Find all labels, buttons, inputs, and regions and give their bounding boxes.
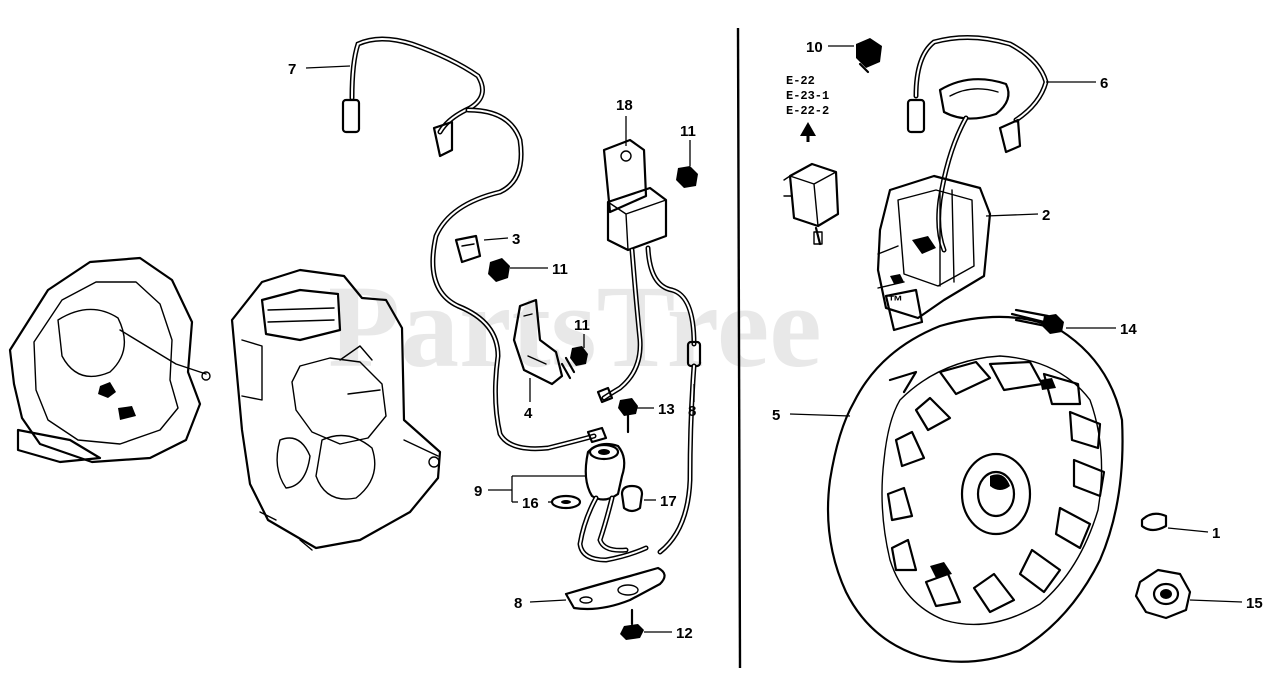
crankcase-half-drawing	[8, 256, 211, 464]
bolt-11-right-drawing	[676, 166, 698, 188]
callout-12: 12	[676, 625, 693, 642]
callout-1: 1	[1212, 525, 1220, 542]
callout-2: 2	[1042, 207, 1050, 224]
stop-switch-9-drawing	[577, 442, 649, 563]
wire-8-vertical-drawing	[657, 363, 697, 555]
callout-10: 10	[806, 39, 823, 56]
screw-12-drawing	[620, 608, 644, 640]
ref-code-2: E-23-1	[786, 89, 829, 103]
ref-code-3: E-22-2	[786, 104, 829, 118]
leader-lines	[305, 45, 1243, 633]
plate-8-drawing	[564, 566, 666, 611]
callout-17: 17	[660, 493, 677, 510]
callout-9: 9	[474, 483, 482, 500]
callout-6: 6	[1100, 75, 1108, 92]
washer-16-drawing	[550, 494, 582, 510]
clip-3-drawing	[454, 234, 482, 264]
key-1-drawing	[1140, 512, 1168, 532]
callout-14: 14	[1120, 321, 1137, 338]
wire-7-drawing	[341, 36, 608, 452]
callout-labels: 7 3 11 4 11 18 11 13 8 9 16 17 8 12 10 6…	[288, 39, 1263, 642]
callout-13: 13	[658, 401, 675, 418]
callout-15: 15	[1246, 595, 1263, 612]
section-divider	[736, 27, 742, 669]
ref-code-1: E-22	[786, 74, 815, 88]
trademark-symbol: ™	[888, 293, 903, 310]
ignition-coil-2-drawing	[876, 174, 992, 332]
callout-11-right: 11	[680, 123, 696, 140]
callout-5: 5	[772, 407, 780, 424]
cap-17-drawing	[620, 484, 644, 513]
reference-codes: E-22 E-23-1 E-22-2	[786, 74, 829, 142]
screw-13-drawing	[618, 398, 638, 434]
callout-8-vertical: 8	[688, 403, 696, 420]
wire-6-drawing	[906, 34, 1049, 253]
callout-11-left: 11	[552, 261, 568, 278]
bolt-11-middle-drawing	[560, 346, 588, 380]
flywheel-5-drawing	[826, 315, 1124, 663]
callout-11-middle: 11	[574, 317, 590, 334]
clip-10-drawing	[856, 38, 882, 74]
callout-3: 3	[512, 231, 520, 248]
bracket-4-drawing	[512, 298, 564, 386]
nut-15-drawing	[1134, 568, 1192, 620]
engine-block-drawing	[230, 268, 442, 551]
callout-7: 7	[288, 61, 296, 78]
callout-4: 4	[524, 405, 533, 422]
callout-16: 16	[522, 495, 539, 512]
callout-18: 18	[616, 97, 633, 114]
bolt-11-left-drawing	[488, 258, 510, 282]
spark-plug-cap-drawing	[783, 162, 840, 246]
callout-8: 8	[514, 595, 522, 612]
